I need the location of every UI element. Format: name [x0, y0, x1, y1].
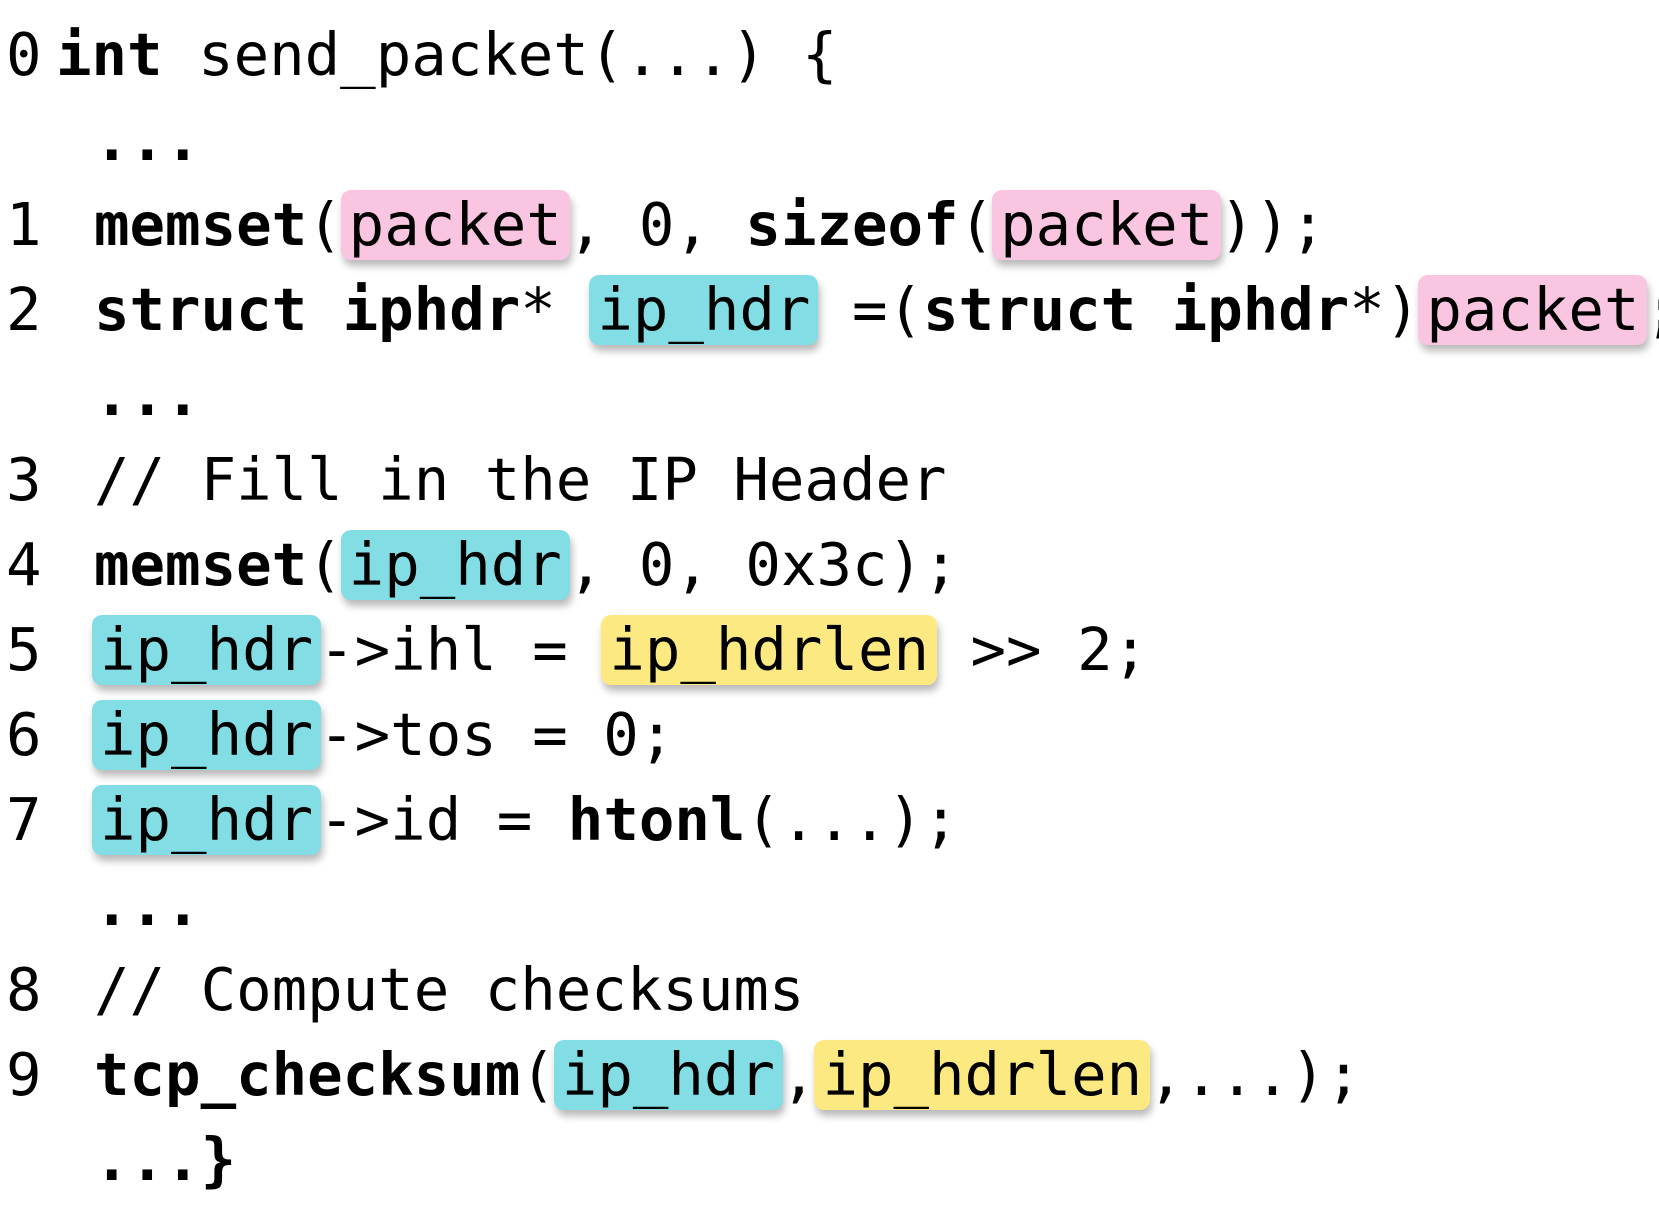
line-number: 7 — [6, 785, 42, 854]
line-number: 2 — [6, 275, 42, 344]
line-number: 3 — [6, 445, 42, 514]
code-token: >> 2; — [935, 615, 1149, 684]
code-line-2: 2 struct iphdr * ip_hdr =( struct iphdr … — [6, 267, 1659, 352]
code-line-6: 6 ip_hdr ->tos = 0; — [6, 692, 1659, 777]
code-token: * — [520, 275, 592, 344]
keyword: struct iphdr — [94, 275, 521, 344]
code-line-9: 9 tcp_checksum ( ip_hdr , ip_hdrlen ,...… — [6, 1032, 1659, 1117]
code-line-ellipsis: ... — [6, 97, 1659, 182]
code-token: ; — [1645, 267, 1659, 352]
code-token: ( — [307, 190, 343, 259]
code-line-4: 4 memset ( ip_hdr , 0, 0x3c); — [6, 522, 1659, 607]
code-token: ->tos = 0; — [319, 700, 675, 769]
code-token: ( — [307, 530, 343, 599]
highlight-ip-hdr: ip_hdr — [553, 1039, 783, 1110]
function-signature: send_packet(...) { — [162, 20, 838, 89]
keyword: int — [56, 20, 163, 89]
line-number: 9 — [6, 1040, 42, 1109]
code-token: , — [780, 1040, 817, 1109]
ellipsis: ...} — [94, 1125, 237, 1194]
line-number: 6 — [6, 700, 42, 769]
code-token: (...); — [745, 785, 959, 854]
code-listing: 0 int send_packet(...) { ... 1 memset ( … — [6, 12, 1659, 1202]
code-line-7: 7 ip_hdr ->id = htonl (...); — [6, 777, 1659, 862]
code-line-0: 0 int send_packet(...) { — [6, 12, 1659, 97]
code-token: ( — [520, 1040, 556, 1109]
keyword: struct iphdr — [923, 275, 1350, 344]
line-number: 4 — [6, 530, 42, 599]
line-number: 5 — [6, 615, 42, 684]
line-number: 0 — [6, 20, 42, 89]
code-token: ->id = — [319, 785, 568, 854]
code-token: =( — [816, 275, 924, 344]
line-number: 8 — [6, 955, 42, 1024]
code-token: )); — [1219, 190, 1326, 259]
code-token: *) — [1349, 275, 1421, 344]
code-line-3: 3 // Fill in the IP Header — [6, 437, 1659, 522]
code-line-1: 1 memset ( packet , 0, sizeof ( packet )… — [6, 182, 1659, 267]
highlight-ip-hdr: ip_hdr — [340, 529, 570, 600]
highlight-ip-hdrlen: ip_hdrlen — [814, 1039, 1151, 1110]
highlight-packet: packet — [1418, 274, 1648, 345]
highlight-packet: packet — [340, 189, 570, 260]
function-name: htonl — [567, 785, 746, 854]
function-name: memset — [94, 530, 308, 599]
ellipsis: ... — [94, 105, 201, 174]
code-token: ( — [958, 190, 995, 259]
code-line-5: 5 ip_hdr ->ihl = ip_hdrlen >> 2; — [6, 607, 1659, 692]
highlight-ip-hdr: ip_hdr — [92, 614, 322, 685]
function-name: sizeof — [745, 190, 959, 259]
code-token: ,...); — [1148, 1040, 1362, 1109]
function-name: tcp_checksum — [94, 1040, 521, 1109]
highlight-ip-hdr: ip_hdr — [92, 784, 322, 855]
code-comment: // Fill in the IP Header — [94, 445, 947, 514]
code-comment: // Compute checksums — [94, 955, 805, 1024]
highlight-packet: packet — [992, 189, 1222, 260]
code-line-8: 8 // Compute checksums — [6, 947, 1659, 1032]
code-token: , 0, — [567, 190, 746, 259]
code-line-ellipsis: ... — [6, 352, 1659, 437]
function-name: memset — [94, 190, 308, 259]
ellipsis: ... — [94, 870, 201, 939]
code-line-ellipsis: ... — [6, 862, 1659, 947]
code-token: ->ihl = — [319, 615, 604, 684]
highlight-ip-hdr: ip_hdr — [589, 274, 819, 345]
line-number: 1 — [6, 190, 42, 259]
highlight-ip-hdrlen: ip_hdrlen — [601, 614, 938, 685]
code-line-closing: ...} — [6, 1117, 1659, 1202]
code-token: , 0, 0x3c); — [567, 530, 959, 599]
highlight-ip-hdr: ip_hdr — [92, 699, 322, 770]
ellipsis: ... — [94, 360, 201, 429]
